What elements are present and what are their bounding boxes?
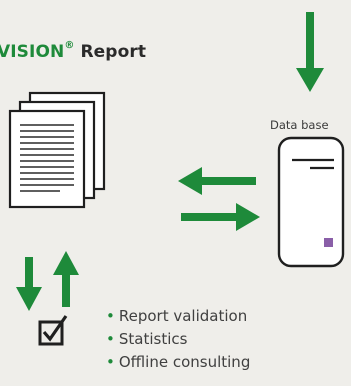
bullet-icon: • bbox=[106, 307, 115, 325]
registered-mark: ® bbox=[64, 40, 75, 52]
document-stack-icon bbox=[8, 91, 106, 209]
checkbox-checked-icon bbox=[38, 315, 68, 346]
database-label: Data base bbox=[270, 118, 329, 132]
feature-offline-consulting: Offline consulting bbox=[118, 353, 251, 371]
feature-statistics: Statistics bbox=[118, 330, 188, 348]
list-item: •Offline consulting bbox=[106, 351, 250, 374]
title-brand: VISION bbox=[0, 42, 65, 62]
arrow-right-to-database bbox=[181, 203, 260, 231]
database-server-icon bbox=[277, 136, 345, 268]
arrow-left-to-reports bbox=[178, 167, 256, 195]
bullet-icon: • bbox=[106, 353, 115, 371]
list-item: •Statistics bbox=[106, 328, 250, 351]
diagram-title: VISION® Report bbox=[0, 40, 147, 62]
bullet-icon: • bbox=[106, 330, 115, 348]
list-item: •Report validation bbox=[106, 305, 250, 328]
title-word: Report bbox=[80, 42, 147, 62]
arrow-down-to-database bbox=[296, 12, 324, 92]
arrow-up-to-reports bbox=[53, 251, 79, 307]
arrow-down-to-validation bbox=[16, 257, 42, 311]
feature-list: •Report validation •Statistics •Offline … bbox=[106, 305, 250, 374]
feature-report-validation: Report validation bbox=[118, 307, 248, 325]
